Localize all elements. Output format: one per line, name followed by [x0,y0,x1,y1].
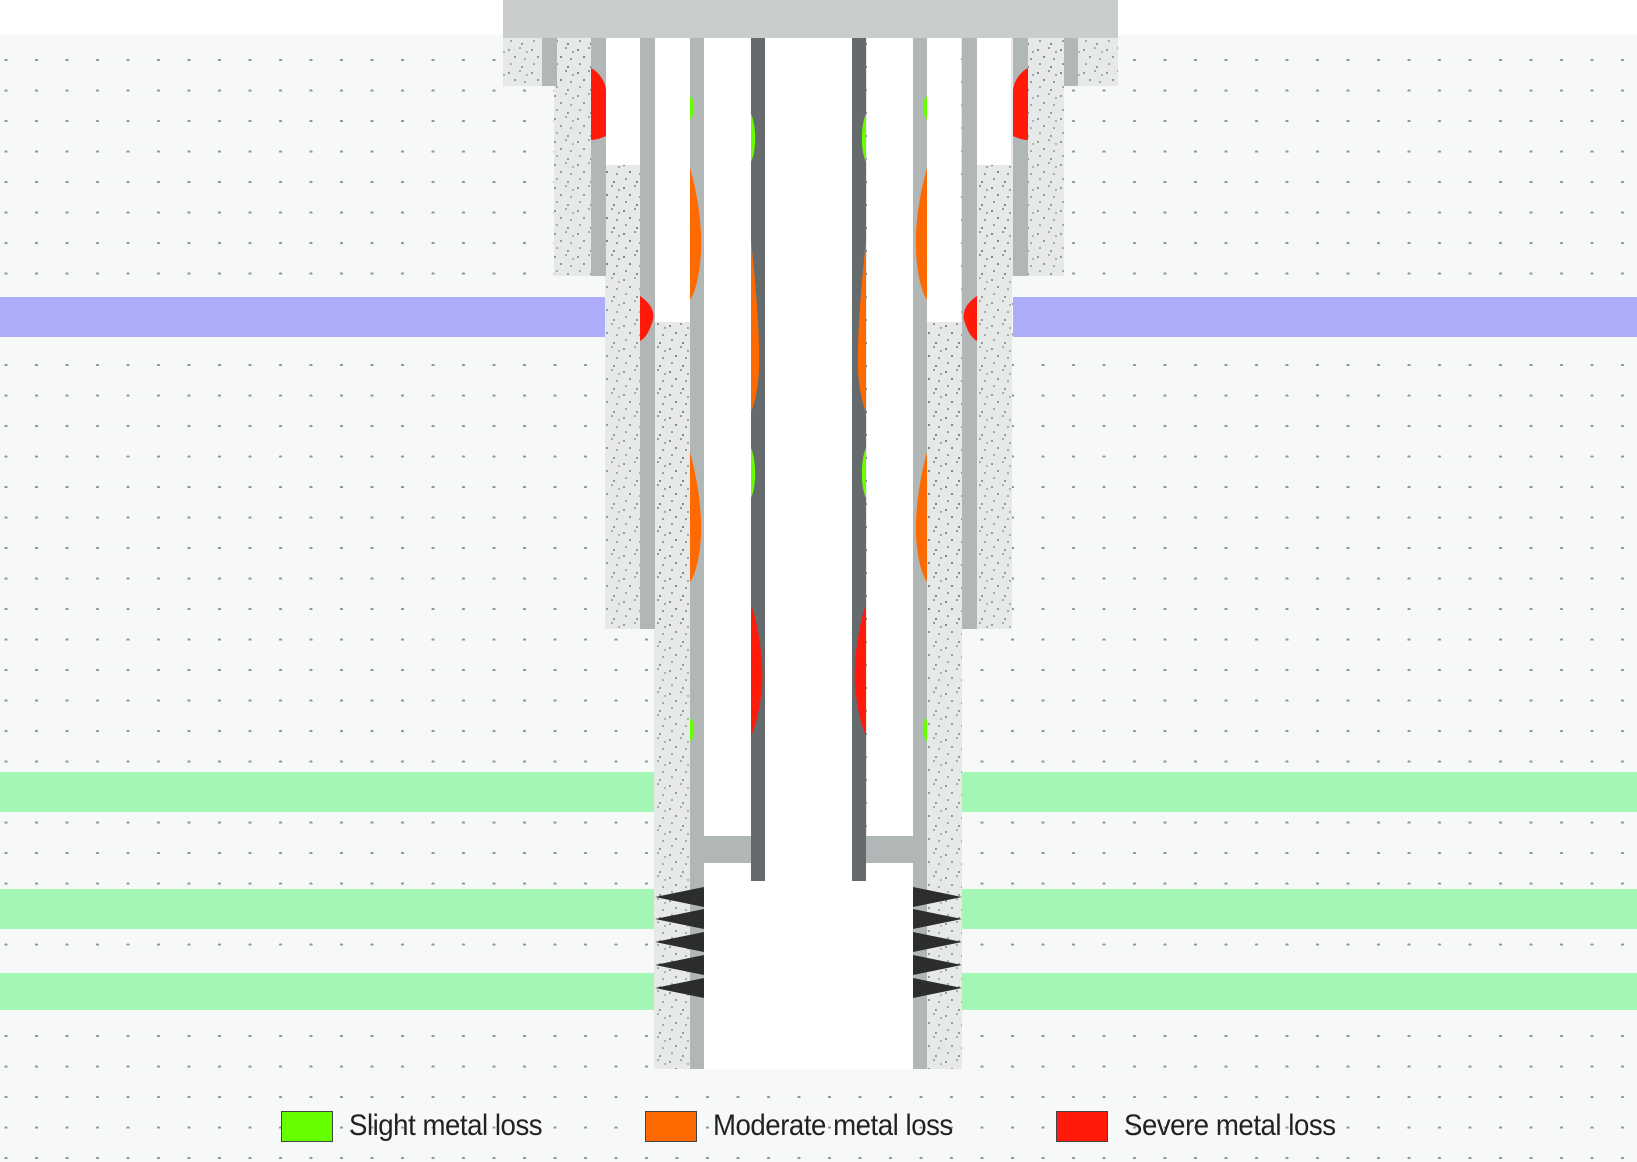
legend-label-slight: Slight metal loss [349,1109,543,1142]
severe-metal-loss-markers [591,68,1028,736]
legend-item-severe: Severe metal loss [1056,1106,1354,1146]
perforations [655,887,962,998]
legend-label-moderate: Moderate metal loss [713,1109,953,1142]
aquifer-band [0,297,1637,337]
legend-item-slight: Slight metal loss [281,1106,559,1146]
legend-swatch-severe [1056,1110,1108,1142]
legend-swatch-moderate [645,1110,697,1142]
reservoir-bands [0,772,1637,1010]
slight-metal-loss-markers [690,96,927,742]
conductor-casing [542,38,1078,86]
legend-item-moderate: Moderate metal loss [645,1106,974,1146]
moderate-metal-loss-markers [690,168,927,582]
legend: Slight metal loss Moderate metal loss Se… [0,1106,1637,1146]
wellhead [503,0,1118,38]
packer [704,836,913,863]
intermediate-casing [640,38,977,629]
annulus [606,38,1011,1069]
legend-label-severe: Severe metal loss [1124,1109,1336,1142]
legend-swatch-slight [281,1110,333,1142]
